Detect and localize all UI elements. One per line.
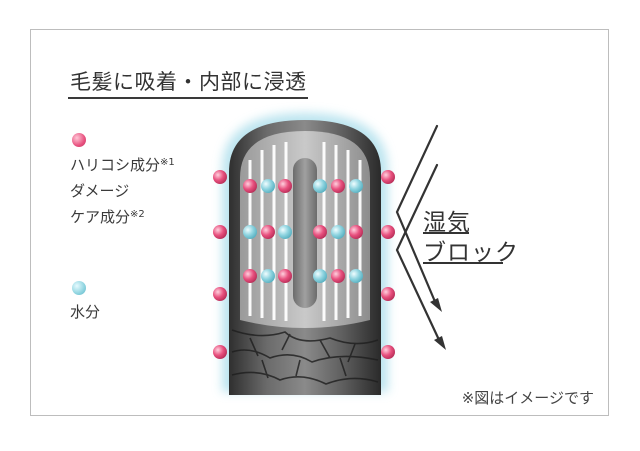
block-label-line1: 湿気 xyxy=(423,210,471,236)
legend-ingredient2-mark: ※2 xyxy=(130,209,145,220)
block-underline-2 xyxy=(423,262,503,264)
image-note: ※図はイメージです xyxy=(461,389,594,407)
hair-medulla xyxy=(293,158,317,308)
legend-blue-dot-icon xyxy=(72,281,86,295)
legend-ingredient1-label: ハリコシ成分 xyxy=(70,156,161,174)
legend-ingredient1: ハリコシ成分※1 xyxy=(70,152,175,176)
frame-border xyxy=(30,29,609,416)
block-label-line2: ブロック xyxy=(423,240,519,266)
legend-ingredient2-line1: ダメージ xyxy=(70,182,130,200)
legend-ingredient2-label: ケア成分 xyxy=(70,208,131,226)
block-underline-1 xyxy=(423,232,469,234)
legend-water: 水分 xyxy=(70,303,101,321)
legend-ingredient1-mark: ※1 xyxy=(160,157,175,168)
inner-particles xyxy=(243,179,363,283)
cuticle-cracks xyxy=(231,329,379,385)
legend-pink-dot-icon xyxy=(72,133,86,147)
diagram-title: 毛髪に吸着・内部に浸透 xyxy=(70,70,307,94)
outer-particles xyxy=(213,170,395,359)
title-underline xyxy=(68,97,308,99)
deflect-arrows-icon xyxy=(395,124,442,344)
arrow-heads xyxy=(430,298,446,350)
legend-ingredient2-line2: ケア成分※2 xyxy=(70,204,145,228)
